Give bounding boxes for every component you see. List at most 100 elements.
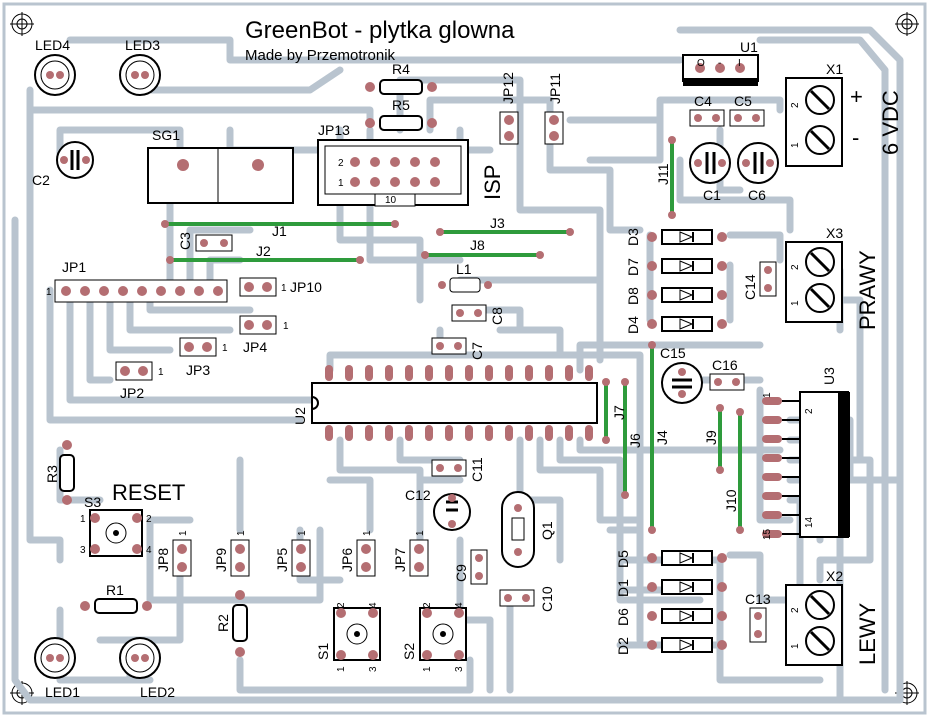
jp-unlabeled-pin1-label: 1 bbox=[283, 321, 289, 332]
jp2-label: JP2 bbox=[120, 385, 144, 401]
jp2-pin1-label: 1 bbox=[158, 367, 164, 378]
u1-pin-o-label: O bbox=[697, 58, 705, 69]
u1-pin-i-label: I bbox=[738, 58, 741, 69]
c3-label: C3 bbox=[177, 232, 193, 250]
jp10-pin1-label: 1 bbox=[281, 283, 287, 294]
jp5-label: JP5 bbox=[274, 548, 290, 572]
jp9-pin1-label: 1 bbox=[236, 530, 247, 536]
s2-pin3-label: 3 bbox=[454, 666, 465, 672]
s1-pin1-label: 1 bbox=[336, 666, 347, 672]
s1-pin4-label: 4 bbox=[368, 602, 379, 608]
x3-terminal: X3 2 1 bbox=[785, 225, 843, 323]
c6-label: C6 bbox=[748, 187, 766, 203]
jumper-ends bbox=[161, 136, 744, 534]
x1-pin2-label: 2 bbox=[790, 102, 801, 108]
r5: R5 bbox=[365, 97, 437, 131]
c9-label: C9 bbox=[453, 564, 469, 582]
reset-label: RESET bbox=[112, 480, 185, 505]
j6-label: J6 bbox=[627, 433, 643, 448]
s1-pin2-label: 2 bbox=[336, 602, 347, 608]
c2-label: C2 bbox=[32, 172, 50, 188]
s2-pin1-label: 1 bbox=[422, 666, 433, 672]
c12-label: C12 bbox=[405, 487, 431, 503]
x1-pin1-label: 1 bbox=[790, 142, 801, 148]
diode-d2: D2 bbox=[615, 637, 727, 655]
jp12-label: JP12 bbox=[500, 72, 516, 104]
jp11: JP11 bbox=[544, 73, 564, 145]
c13-label: C13 bbox=[745, 591, 771, 607]
u1-label: U1 bbox=[740, 39, 758, 55]
jp6-pin1-label: 1 bbox=[362, 530, 373, 536]
j4-label: J4 bbox=[654, 430, 670, 445]
led2: LED2 bbox=[119, 637, 175, 700]
u3-pin2-label: 2 bbox=[804, 408, 815, 414]
c1: C1 bbox=[689, 142, 731, 203]
r4: R4 bbox=[365, 61, 437, 95]
r5-label: R5 bbox=[392, 97, 410, 113]
jp3: JP3 bbox=[186, 362, 210, 378]
r1: R1 bbox=[80, 582, 152, 614]
r1-label: R1 bbox=[106, 582, 124, 598]
s3-reset-button: S3 1 2 3 4 bbox=[80, 494, 152, 557]
r3: R3 bbox=[44, 440, 75, 505]
diode-d6: D6 bbox=[615, 608, 727, 626]
x3-pin2-label: 2 bbox=[790, 264, 801, 270]
jp9: 1 JP9 bbox=[213, 530, 250, 577]
jp12: JP12 bbox=[499, 72, 519, 145]
c1-label: C1 bbox=[703, 187, 721, 203]
s3-pin1-label: 1 bbox=[80, 514, 86, 525]
c6: C6 bbox=[737, 142, 779, 203]
u1-regulator: U1 O - I bbox=[682, 39, 759, 86]
jp11-label: JP11 bbox=[547, 73, 563, 104]
vdc-label: 6 VDC bbox=[878, 90, 903, 155]
s1-label: S1 bbox=[315, 643, 331, 660]
s2-button: S2 2 4 1 3 bbox=[401, 602, 467, 672]
r3-label: R3 bbox=[44, 465, 60, 483]
diodes-right-lower: D5 D1 D6 D2 bbox=[615, 550, 727, 655]
jp8-label: JP8 bbox=[155, 548, 171, 572]
jp2: 1 JP2 bbox=[115, 361, 164, 401]
x2-terminal: X2 2 1 bbox=[785, 568, 843, 666]
s3-pin2-label: 2 bbox=[146, 514, 152, 525]
u2-microcontroller: U2 bbox=[292, 365, 598, 441]
r4-label: R4 bbox=[392, 61, 410, 77]
jp4-label: JP4 bbox=[243, 339, 267, 355]
u3-pin15-label: 15 bbox=[762, 528, 773, 540]
c16-label: C16 bbox=[712, 357, 738, 373]
jp-unlabeled: 1 bbox=[239, 315, 289, 335]
s1-pin3-label: 3 bbox=[368, 666, 379, 672]
led4: LED4 bbox=[34, 37, 76, 96]
c5-label: C5 bbox=[734, 93, 752, 109]
jp13-label: JP13 bbox=[318, 122, 350, 138]
x2-pin2-label: 2 bbox=[790, 607, 801, 613]
jp5-pin1-label: 1 bbox=[297, 530, 308, 536]
diode-d5: D5 bbox=[615, 550, 727, 568]
u3-label: U3 bbox=[821, 367, 837, 385]
r2-label: R2 bbox=[215, 614, 231, 632]
led1: LED1 bbox=[34, 637, 80, 700]
jp7: 1 JP7 bbox=[392, 530, 429, 577]
jp13-isp-header: JP13 2 1 10 bbox=[317, 122, 469, 207]
x1-label: X1 bbox=[826, 61, 843, 77]
jp1-pin1-label: 1 bbox=[46, 287, 52, 298]
c4: C4 bbox=[689, 93, 725, 127]
jp13-pin1-label: 1 bbox=[338, 178, 344, 189]
board-title: GreenBot - plytka glowna bbox=[245, 17, 515, 44]
c12: C12 bbox=[405, 487, 471, 531]
l1: L1 bbox=[438, 261, 492, 293]
c3: C3 bbox=[177, 232, 233, 252]
d3-label: D3 bbox=[625, 228, 641, 246]
s3-label: S3 bbox=[84, 494, 101, 510]
jp5: 1 JP5 bbox=[274, 530, 311, 577]
jp10-label: JP10 bbox=[290, 279, 322, 295]
minus-label: - bbox=[852, 125, 859, 150]
jp7-label: JP7 bbox=[392, 548, 408, 572]
j9-label: J9 bbox=[703, 430, 719, 445]
diode-d4: D4 bbox=[625, 316, 727, 334]
led4-label: LED4 bbox=[35, 37, 70, 53]
c11: C11 bbox=[431, 457, 485, 482]
s2-pin4-label: 4 bbox=[454, 602, 465, 608]
led1-label: LED1 bbox=[45, 684, 80, 700]
q1-crystal: Q1 bbox=[501, 491, 555, 568]
